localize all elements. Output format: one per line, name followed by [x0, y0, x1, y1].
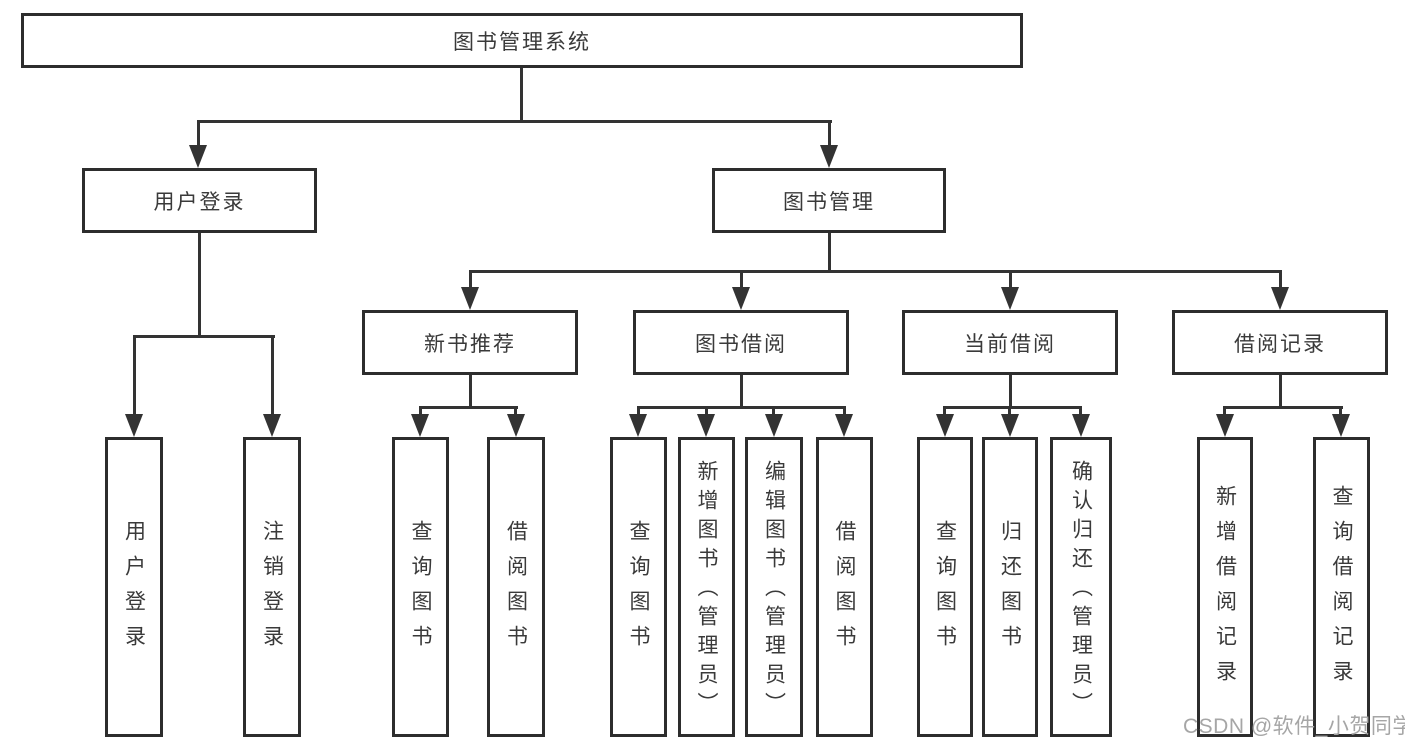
leaf-cb-return-book: 归还图书 [982, 437, 1038, 737]
connector-rail-book-borrow [637, 406, 845, 409]
leaf-user-login: 用户登录 [105, 437, 163, 737]
leaf-bb-edit-book-admin: 编辑图书（管理员） [745, 437, 803, 737]
arrow-down-icon [629, 414, 647, 437]
leaf-cb-confirm-return-admin: 确认归还（管理员） [1050, 437, 1112, 737]
arrow-down-icon [507, 414, 525, 437]
connector-stub [1009, 375, 1012, 408]
connector-stub [1339, 406, 1342, 416]
node-book-mgmt: 图书管理 [712, 168, 946, 233]
connector-stub [772, 406, 775, 416]
connector-stub [843, 406, 846, 416]
arrow-down-icon [765, 414, 783, 437]
arrow-down-icon [732, 287, 750, 310]
connector-rail-current-borrow [943, 406, 1082, 409]
connector-rail-borrow-record [1223, 406, 1343, 409]
connector-stub [740, 375, 743, 408]
leaf-cb-query-book: 查询图书 [917, 437, 973, 737]
connector-stub-book-mgmt [828, 120, 831, 147]
leaf-rec-borrow-book: 借阅图书 [487, 437, 545, 737]
connector-stub [1279, 375, 1282, 408]
connector-stub [1009, 270, 1012, 288]
arrow-down-icon [1216, 414, 1234, 437]
node-root: 图书管理系统 [21, 13, 1023, 68]
node-book-borrow: 图书借阅 [633, 310, 849, 375]
arrow-down-icon [1271, 287, 1289, 310]
leaf-br-query-record: 查询借阅记录 [1313, 437, 1370, 737]
connector-stub-user-login [197, 120, 200, 147]
node-new-book-rec: 新书推荐 [362, 310, 578, 375]
arrow-down-icon [411, 414, 429, 437]
connector-book-mgmt-stub [828, 233, 831, 272]
connector-rail-level2 [197, 120, 832, 123]
node-current-borrow: 当前借阅 [902, 310, 1118, 375]
connector-stub [271, 335, 274, 415]
connector-stub [943, 406, 946, 416]
connector-user-login-stub [198, 233, 201, 337]
arrow-down-icon [835, 414, 853, 437]
connector-stub [1279, 270, 1282, 288]
leaf-bb-borrow-book: 借阅图书 [816, 437, 873, 737]
arrow-down-icon [1332, 414, 1350, 437]
connector-stub [514, 406, 517, 416]
csdn-watermark: CSDN @软件_小贺同学 [1183, 715, 1405, 738]
node-borrow-record: 借阅记录 [1172, 310, 1388, 375]
arrow-down-icon [1072, 414, 1090, 437]
leaf-bb-query-book: 查询图书 [610, 437, 667, 737]
leaf-logout: 注销登录 [243, 437, 301, 737]
connector-stub [1079, 406, 1082, 416]
leaf-br-add-record: 新增借阅记录 [1197, 437, 1253, 737]
connector-rail-new-book-rec [419, 406, 518, 409]
node-book-mgmt-label: 图书管理 [783, 190, 875, 214]
connector-root-stub [520, 68, 523, 122]
connector-stub [1223, 406, 1226, 416]
connector-stub [133, 335, 136, 415]
arrow-down-icon [263, 414, 281, 437]
connector-stub [419, 406, 422, 416]
node-book-borrow-label: 图书借阅 [695, 332, 787, 356]
arrow-down-icon [189, 145, 207, 168]
arrow-down-icon [461, 287, 479, 310]
arrow-down-icon [936, 414, 954, 437]
node-root-label: 图书管理系统 [453, 30, 591, 54]
connector-rail-level3 [469, 270, 1282, 273]
leaf-bb-add-book-admin: 新增图书（管理员） [678, 437, 735, 737]
connector-stub [1008, 406, 1011, 416]
node-new-book-rec-label: 新书推荐 [424, 332, 516, 356]
arrow-down-icon [1001, 414, 1019, 437]
connector-stub [637, 406, 640, 416]
connector-stub [705, 406, 708, 416]
arrow-down-icon [820, 145, 838, 168]
arrow-down-icon [697, 414, 715, 437]
arrow-down-icon [1001, 287, 1019, 310]
node-current-borrow-label: 当前借阅 [964, 332, 1056, 356]
node-user-login-label: 用户登录 [153, 190, 246, 214]
connector-rail-user-login [133, 335, 275, 338]
leaf-rec-query-book: 查询图书 [392, 437, 449, 737]
connector-stub [740, 270, 743, 288]
connector-stub [469, 270, 472, 288]
connector-stub [469, 375, 472, 408]
node-borrow-record-label: 借阅记录 [1234, 332, 1326, 356]
node-user-login: 用户登录 [82, 168, 317, 233]
arrow-down-icon [125, 414, 143, 437]
